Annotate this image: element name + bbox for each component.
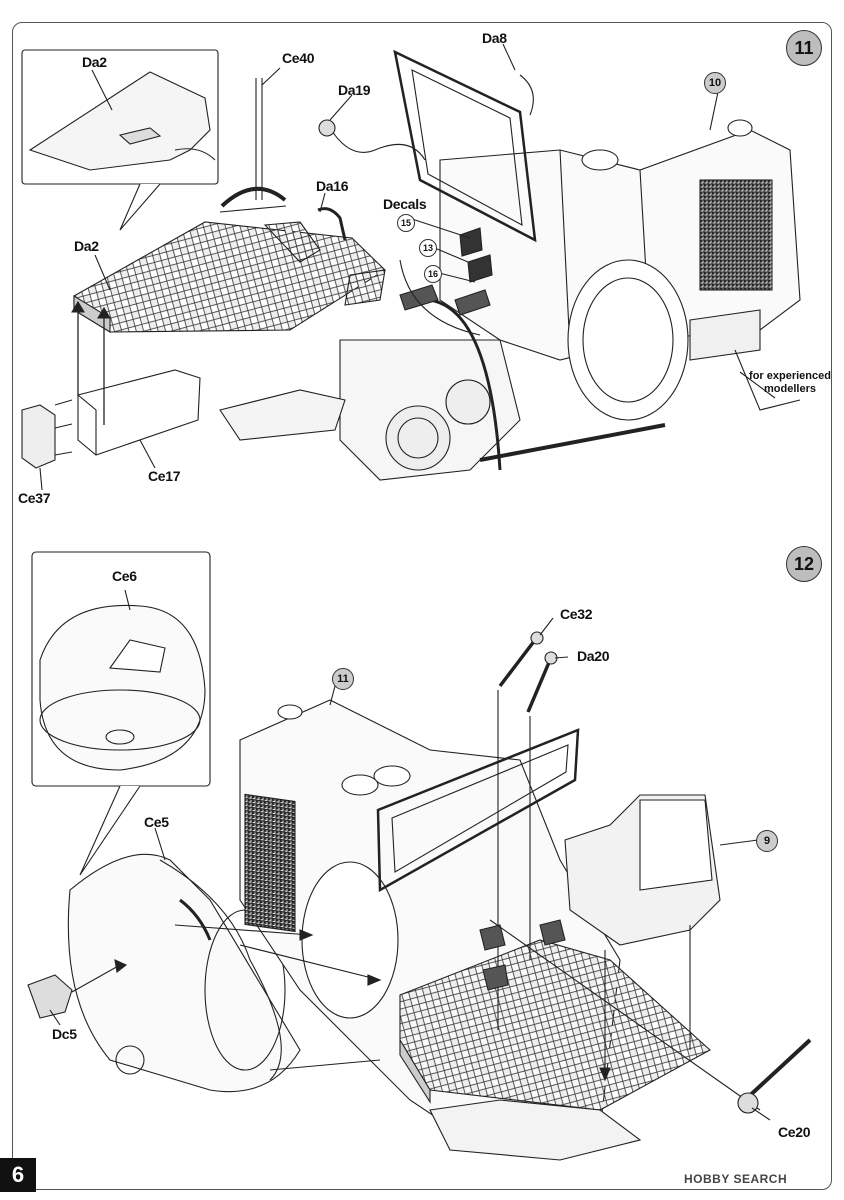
label-ce40: Ce40 xyxy=(282,50,315,66)
page-number: 6 xyxy=(0,1158,36,1192)
box-ce37 xyxy=(21,404,56,469)
step-number-11: 11 xyxy=(786,30,822,66)
step-number-12: 12 xyxy=(786,546,822,582)
ref-step-9: 9 xyxy=(756,830,778,852)
label-ce32: Ce32 xyxy=(560,606,593,622)
label-ce5: Ce5 xyxy=(144,814,169,830)
watermark: HOBBY SEARCH xyxy=(684,1172,788,1186)
floor-plate-da2 xyxy=(73,221,386,333)
radiator-grille xyxy=(699,179,773,291)
label-da19: Da19 xyxy=(338,82,371,98)
decal-number-16: 16 xyxy=(424,265,442,283)
label-da20: Da20 xyxy=(577,648,610,664)
label-ce20: Ce20 xyxy=(778,1124,811,1140)
label-ce37: Ce37 xyxy=(18,490,51,506)
ref-step-10: 10 xyxy=(704,72,726,94)
label-da2-inset: Da2 xyxy=(82,54,107,70)
decal-number-15: 15 xyxy=(397,214,415,232)
label-ce17: Ce17 xyxy=(148,468,181,484)
label-da2: Da2 xyxy=(74,238,99,254)
note-experienced-modellers: for experienced modellers xyxy=(749,370,831,395)
label-decals: Decals xyxy=(383,196,427,212)
fender-ce5 xyxy=(67,853,301,1093)
ref-step-11: 11 xyxy=(332,668,354,690)
page-frame xyxy=(12,22,832,1190)
box-ce17 xyxy=(77,369,201,456)
label-da8: Da8 xyxy=(482,30,507,46)
hub-dc5 xyxy=(27,974,73,1019)
label-da16: Da16 xyxy=(316,178,349,194)
label-ce6: Ce6 xyxy=(112,568,137,584)
label-dc5: Dc5 xyxy=(52,1026,77,1042)
decal-number-13: 13 xyxy=(419,239,437,257)
